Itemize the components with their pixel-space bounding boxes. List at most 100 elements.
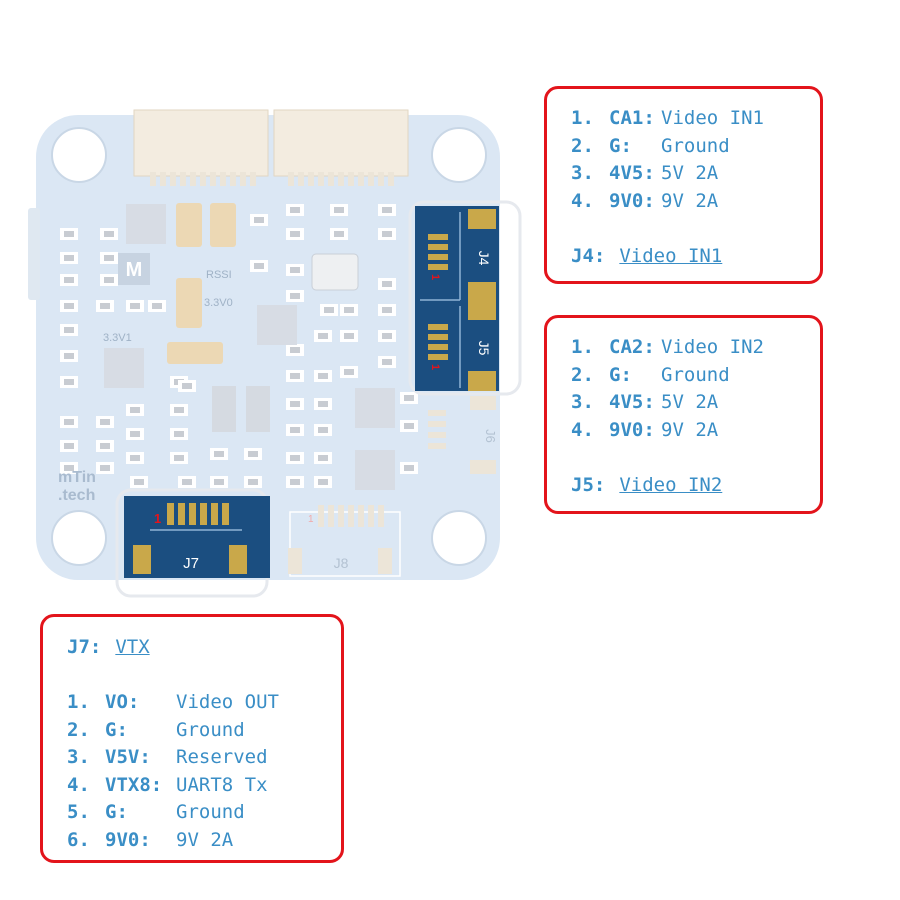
pin-name: 4V5: [609, 391, 655, 413]
pin-name: CA2: [609, 336, 655, 358]
top-connector-pin [328, 172, 334, 186]
smd-component-body [290, 427, 300, 433]
logo-mark: M [126, 259, 143, 281]
top-connector-pins [288, 172, 394, 186]
pin-description: Ground [176, 801, 245, 823]
pin-description: Video IN2 [661, 336, 764, 358]
smd-component-body [290, 293, 300, 299]
j5-connector-label: J5: [571, 473, 606, 496]
top-connector-pin [190, 172, 196, 186]
j4-connector-link[interactable]: Video IN1 [619, 244, 723, 267]
spacer [571, 444, 820, 472]
pin-number: 3. [67, 746, 90, 768]
mounting-holes [51, 127, 487, 566]
j7-connector-link[interactable]: VTX [115, 636, 150, 658]
pin-number: 2. [571, 134, 594, 157]
smd-component-body [290, 347, 300, 353]
chip [355, 450, 395, 490]
smd-component-body [382, 281, 392, 287]
capacitor-large [176, 203, 202, 247]
top-connector-pin [368, 172, 374, 186]
smd-component-body [290, 267, 300, 273]
pin-name: 9V0: [609, 418, 655, 441]
top-connector-pin [180, 172, 186, 186]
top-connector-pin [170, 172, 176, 186]
pin-name: 9V0: [105, 828, 151, 851]
smd-component-body [174, 455, 184, 461]
pin-name: CA1: [609, 107, 655, 129]
smd-component-body [290, 231, 300, 237]
diode [212, 386, 236, 432]
smd-component-body [318, 479, 328, 485]
pin-number: 3. [571, 162, 594, 184]
smd-component-body [174, 431, 184, 437]
j5-pin1-marker: 1 [429, 364, 441, 370]
capacitor-large [167, 342, 223, 364]
top-connector-pin [298, 172, 304, 186]
top-connector-pin [318, 172, 324, 186]
j4-pad [468, 209, 496, 229]
smd-component-body [64, 231, 74, 237]
j5-pin [428, 324, 448, 330]
logo-text-line2: .tech [58, 487, 95, 504]
smd-component-body [130, 303, 140, 309]
j4-j5-silk-outline [420, 212, 461, 388]
j7-connector-row: J7: VTX [67, 634, 341, 662]
j8-pin [378, 505, 384, 527]
top-connector-pins [150, 172, 256, 186]
pin-description: Video OUT [176, 691, 279, 713]
silk-rssi: RSSI [206, 269, 232, 281]
smd-component-body [100, 303, 110, 309]
smd-component-body [290, 207, 300, 213]
pin-name: G: [609, 363, 632, 386]
j6-label: J6 [483, 429, 498, 443]
smd-component-body [134, 479, 144, 485]
j8-pin [358, 505, 364, 527]
top-connector-pin [230, 172, 236, 186]
top-connector-pin [358, 172, 364, 186]
j4-pin-row: 2.G:Ground [571, 133, 820, 161]
j7-pin [167, 503, 174, 525]
j8-pin [328, 505, 334, 527]
crystal [311, 253, 359, 291]
j7-pin-row: 3.V5V:Reserved [67, 744, 341, 772]
smd-component-body [254, 263, 264, 269]
pin-description: 9V 2A [661, 418, 719, 441]
top-connector-pin [150, 172, 156, 186]
top-connectors [133, 109, 409, 186]
pin-number: 2. [67, 718, 90, 741]
j4-pin-row: 4.9V0:9V 2A [571, 188, 820, 216]
j7-pin [222, 503, 229, 525]
smd-component-body [64, 443, 74, 449]
j7-pins [167, 503, 229, 525]
pin-description: Ground [661, 134, 730, 157]
smd-component-body [382, 231, 392, 237]
j5-pad [468, 371, 496, 391]
pin-number: 5. [67, 801, 90, 823]
pin-number: 2. [571, 363, 594, 386]
capacitor-large [210, 203, 236, 247]
j7-connector-label: J7: [67, 636, 102, 658]
mounting-hole [431, 510, 487, 566]
smd-component-body [64, 419, 74, 425]
mounting-hole [431, 127, 487, 183]
j7-pin-row: 4.VTX8:UART8 Tx [67, 772, 341, 800]
smd-component-body [182, 383, 192, 389]
pin-name: G: [105, 801, 128, 823]
j7-pin [189, 503, 196, 525]
diode [246, 386, 270, 432]
j5-pin [428, 344, 448, 350]
j7-pin-row: 6.9V0:9V 2A [67, 827, 341, 855]
smd-component-body [382, 333, 392, 339]
pin-number: 4. [571, 418, 594, 441]
j5-connector-link[interactable]: Video IN2 [619, 473, 723, 496]
j7-pin [178, 503, 185, 525]
smd-component-body [290, 373, 300, 379]
smd-component-body [64, 327, 74, 333]
smd-component-body [248, 451, 258, 457]
smd-component-body [182, 479, 192, 485]
pin-description: 5V 2A [661, 391, 719, 413]
top-connector-left [133, 109, 269, 177]
j4-pin-row: 1.CA1:Video IN1 [571, 105, 820, 133]
